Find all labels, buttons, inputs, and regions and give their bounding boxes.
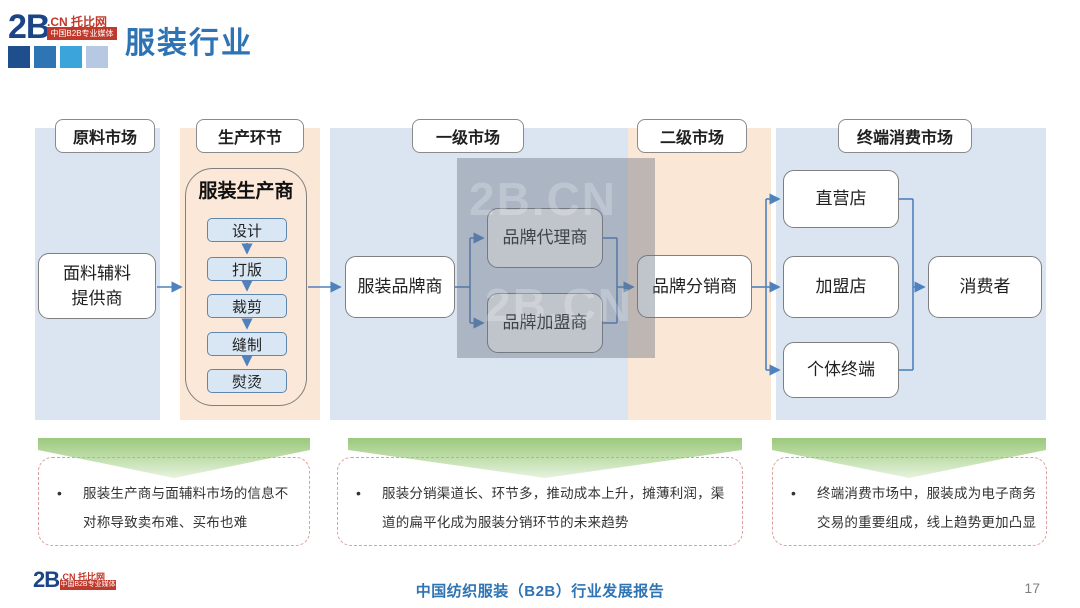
- page-number: 17: [1024, 580, 1040, 596]
- note-text: 服装分销渠道长、环节多，推动成本上升，摊薄利润，渠道的扁平化成为服装分销环节的未…: [382, 486, 725, 530]
- footer-logo-2b-text: 2B: [33, 567, 60, 592]
- logo-square-4: [86, 46, 108, 68]
- logo-square-3: [60, 46, 82, 68]
- footer-logo-tagline: 中国B2B专业媒体: [60, 580, 116, 590]
- stage-header-primary-market: 一级市场: [412, 119, 524, 153]
- node-brand-agent: 品牌代理商: [487, 208, 603, 268]
- logo-2b-text: 2B: [8, 8, 50, 46]
- logo-squares-icon: [8, 46, 108, 68]
- node-fabric-supplier: 面料辅料提供商: [38, 253, 156, 319]
- step-design: 设计: [207, 218, 287, 242]
- node-direct-store: 直营店: [783, 170, 899, 228]
- footer-report-title: 中国纺织服装（B2B）行业发展报告: [415, 583, 665, 600]
- node-individual-terminal: 个体终端: [783, 342, 899, 398]
- node-brand: 服装品牌商: [345, 256, 455, 318]
- footer-brand-logo: 2B .CN 托比网 中国B2B专业媒体: [33, 567, 143, 603]
- node-brand-distributor: 品牌分销商: [637, 255, 752, 318]
- logo-cn-text: .CN 托比网: [47, 15, 108, 29]
- bullet-icon: •: [356, 485, 361, 501]
- stage-header-secondary-market: 二级市场: [637, 119, 747, 153]
- note-text: 服装生产商与面辅料市场的信息不对称导致卖布难、买布也难: [83, 486, 289, 530]
- logo-square-1: [8, 46, 30, 68]
- node-franchise-store: 加盟店: [783, 256, 899, 318]
- producer-title: 服装生产商: [198, 181, 294, 202]
- step-sewing: 缝制: [207, 332, 287, 356]
- logo-square-2: [34, 46, 56, 68]
- stage-header-terminal-market: 终端消费市场: [838, 119, 972, 153]
- footer-logo-cn-text: .CN 托比网: [60, 572, 106, 582]
- bullet-icon: •: [57, 485, 62, 501]
- stage-header-raw-material: 原料市场: [55, 119, 155, 153]
- note-text: 终端消费市场中，服装成为电子商务交易的重要组成，线上趋势更加凸显: [817, 486, 1037, 530]
- step-cutting: 裁剪: [207, 294, 287, 318]
- bullet-icon: •: [791, 485, 796, 501]
- note-box-terminal: • 终端消费市场中，服装成为电子商务交易的重要组成，线上趋势更加凸显: [772, 457, 1047, 546]
- node-brand-franchiser: 品牌加盟商: [487, 293, 603, 353]
- step-pattern: 打版: [207, 257, 287, 281]
- stage-header-production: 生产环节: [196, 119, 304, 153]
- logo-tagline: 中国B2B专业媒体: [47, 27, 117, 40]
- step-ironing: 熨烫: [207, 369, 287, 393]
- note-box-raw-material: • 服装生产商与面辅料市场的信息不对称导致卖布难、买布也难: [38, 457, 310, 546]
- node-consumer: 消费者: [928, 256, 1042, 318]
- brand-logo: 2B .CN 托比网 中国B2B专业媒体: [8, 6, 128, 70]
- page-title: 服装行业: [125, 27, 253, 60]
- note-box-distribution: • 服装分销渠道长、环节多，推动成本上升，摊薄利润，渠道的扁平化成为服装分销环节…: [337, 457, 743, 546]
